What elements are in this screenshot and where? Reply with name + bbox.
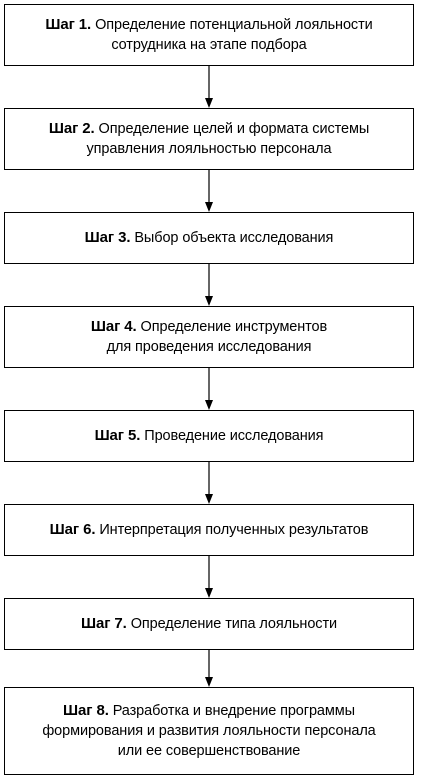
step-2-label: Шаг 2. [48,120,95,137]
step-8-line-2: формирования и развития лояльности персо… [42,723,376,739]
step-3-box: Шаг 3. Выбор объекта исследования [4,212,414,264]
step-6-label: Шаг 6. [49,521,96,538]
step-1-line-1: Определение потенциальной лояльности [95,17,373,33]
step-2-box: Шаг 2. Определение целей и формата систе… [4,108,414,170]
step-5-box: Шаг 5. Проведение исследования [4,410,414,462]
step-6-box: Шаг 6. Интерпретация полученных результа… [4,504,414,556]
step-4-label: Шаг 4. [90,318,137,335]
arrow-7-to-8 [202,650,216,687]
arrow-1-to-2 [202,66,216,108]
step-2-text: Шаг 2. Определение целей и формата систе… [49,119,369,159]
step-8-box: Шаг 8. Разработка и внедрение программы … [4,687,414,775]
step-5-label: Шаг 5. [94,427,141,444]
step-8-line-1: Разработка и внедрение программы [112,703,355,719]
arrow-3-to-4 [202,264,216,306]
step-7-text: Шаг 7. Определение типа лояльности [81,614,337,634]
step-1-line-2: сотрудника на этапе подбора [111,37,307,53]
step-7-box: Шаг 7. Определение типа лояльности [4,598,414,650]
step-4-line-2: для проведения исследования [106,339,312,355]
step-4-text: Шаг 4. Определение инструментов для пров… [91,317,327,357]
arrow-2-to-3 [202,170,216,212]
step-8-line-3: или ее совершенствование [117,743,301,759]
step-6-line-1: Интерпретация полученных результатов [99,522,369,538]
step-6-text: Шаг 6. Интерпретация полученных результа… [50,520,369,540]
arrow-4-to-5 [202,368,216,410]
step-8-label: Шаг 8. [63,702,109,719]
step-3-line-1: Выбор объекта исследования [134,230,334,246]
step-3-label: Шаг 3. [84,229,131,246]
arrow-6-to-7 [202,556,216,598]
step-4-line-1: Определение инструментов [140,319,328,335]
arrow-5-to-6 [202,462,216,504]
step-7-label: Шаг 7. [81,615,127,632]
step-4-box: Шаг 4. Определение инструментов для пров… [4,306,414,368]
step-3-text: Шаг 3. Выбор объекта исследования [85,228,334,248]
step-1-box: Шаг 1. Определение потенциальной лояльно… [4,4,414,66]
step-1-text: Шаг 1. Определение потенциальной лояльно… [45,15,372,55]
step-2-line-2: управления лояльностью персонала [86,141,332,157]
step-2-line-1: Определение целей и формата системы [98,121,370,137]
step-1-label: Шаг 1. [45,16,92,33]
step-8-text: Шаг 8. Разработка и внедрение программы … [42,701,375,761]
step-7-line-1: Определение типа лояльности [130,616,337,632]
step-5-text: Шаг 5. Проведение исследования [95,426,324,446]
step-5-line-1: Проведение исследования [144,428,324,444]
